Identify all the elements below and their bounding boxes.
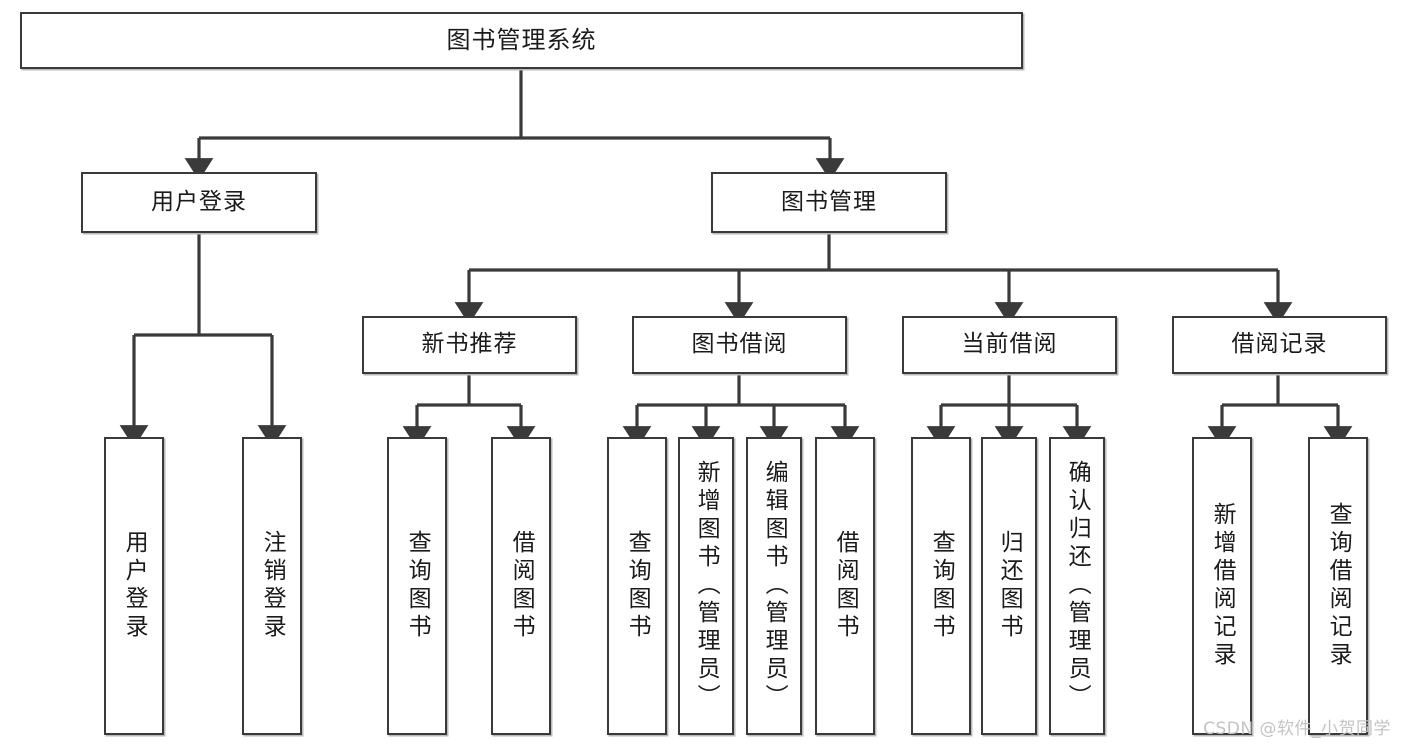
node-leaf-return-book-label: 归还图书 bbox=[996, 530, 1023, 642]
node-leaf-confirm-return[interactable]: 确认归还（管理员） bbox=[1049, 437, 1105, 735]
node-leaf-query-record-label: 查询借阅记录 bbox=[1325, 502, 1352, 670]
node-leaf-query-book-1[interactable]: 查询图书 bbox=[387, 437, 447, 735]
node-leaf-add-record-label: 新增借阅记录 bbox=[1209, 502, 1236, 670]
node-new-book-recommend-label: 新书推荐 bbox=[421, 331, 518, 358]
node-leaf-borrow-book-1[interactable]: 借阅图书 bbox=[491, 437, 551, 735]
node-book-manage[interactable]: 图书管理 bbox=[711, 172, 947, 233]
node-current-borrow-label: 当前借阅 bbox=[961, 331, 1058, 358]
node-leaf-borrow-book-1-label: 借阅图书 bbox=[508, 530, 535, 642]
node-root[interactable]: 图书管理系统 bbox=[20, 12, 1023, 69]
node-user-login-label: 用户登录 bbox=[151, 188, 247, 215]
node-book-borrow[interactable]: 图书借阅 bbox=[632, 316, 847, 374]
node-leaf-borrow-book-2[interactable]: 借阅图书 bbox=[815, 437, 875, 735]
node-leaf-query-book-3[interactable]: 查询图书 bbox=[911, 437, 971, 735]
node-leaf-user-login-label: 用户登录 bbox=[121, 530, 148, 642]
node-leaf-edit-book-label: 编辑图书（管理员） bbox=[761, 460, 788, 712]
node-leaf-edit-book[interactable]: 编辑图书（管理员） bbox=[746, 437, 802, 735]
node-leaf-borrow-book-2-label: 借阅图书 bbox=[832, 530, 859, 642]
node-book-borrow-label: 图书借阅 bbox=[691, 331, 788, 358]
node-leaf-add-record[interactable]: 新增借阅记录 bbox=[1192, 437, 1252, 735]
node-leaf-query-book-2[interactable]: 查询图书 bbox=[607, 437, 667, 735]
node-leaf-query-record[interactable]: 查询借阅记录 bbox=[1308, 437, 1368, 735]
watermark: CSDN @软件_小贺同学 bbox=[1203, 719, 1391, 739]
node-current-borrow[interactable]: 当前借阅 bbox=[902, 316, 1117, 374]
node-leaf-add-book-label: 新增图书（管理员） bbox=[693, 460, 720, 712]
node-leaf-user-logout[interactable]: 注销登录 bbox=[242, 437, 302, 735]
node-leaf-confirm-return-label: 确认归还（管理员） bbox=[1064, 460, 1091, 712]
node-leaf-query-book-2-label: 查询图书 bbox=[624, 530, 651, 642]
node-leaf-user-login[interactable]: 用户登录 bbox=[104, 437, 164, 735]
node-borrow-record[interactable]: 借阅记录 bbox=[1172, 316, 1387, 374]
node-borrow-record-label: 借阅记录 bbox=[1231, 331, 1328, 358]
node-leaf-user-logout-label: 注销登录 bbox=[259, 530, 286, 642]
node-leaf-add-book[interactable]: 新增图书（管理员） bbox=[678, 437, 734, 735]
node-new-book-recommend[interactable]: 新书推荐 bbox=[362, 316, 577, 374]
node-root-label: 图书管理系统 bbox=[446, 26, 597, 55]
node-user-login[interactable]: 用户登录 bbox=[81, 172, 317, 233]
node-leaf-query-book-3-label: 查询图书 bbox=[928, 530, 955, 642]
node-book-manage-label: 图书管理 bbox=[781, 188, 877, 215]
node-leaf-return-book[interactable]: 归还图书 bbox=[981, 437, 1037, 735]
node-leaf-query-book-1-label: 查询图书 bbox=[404, 530, 431, 642]
